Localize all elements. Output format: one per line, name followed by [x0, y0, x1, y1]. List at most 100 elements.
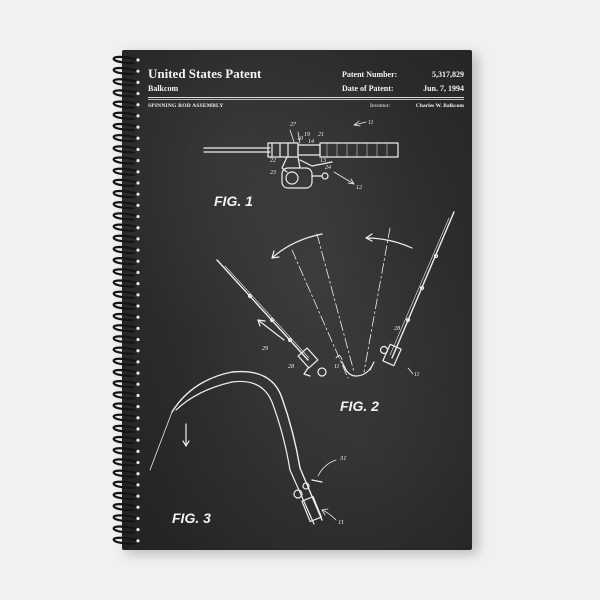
svg-text:12: 12 [356, 185, 362, 191]
spiral-coil [112, 111, 138, 121]
spiral-coil [112, 357, 138, 367]
spiral-coil [112, 435, 138, 445]
inventor-label: Inventor: [370, 103, 391, 109]
binding-hole [136, 270, 140, 275]
binding-hole [136, 304, 140, 308]
spiral-coil [112, 234, 138, 244]
svg-text:22: 22 [270, 158, 276, 164]
binding-hole [136, 528, 140, 532]
binding-hole [136, 472, 140, 476]
spiral-coil [112, 413, 138, 422]
spiral-coil [112, 212, 138, 221]
binding-hole [136, 315, 140, 319]
patent-date: Jun. 7, 1994 [423, 84, 464, 93]
spiral-coil [112, 503, 138, 512]
spiral-coil [112, 525, 138, 534]
binding-hole [136, 483, 140, 487]
spiral-coil [112, 368, 138, 378]
spiral-coil [112, 279, 138, 288]
binding-hole [136, 494, 140, 498]
spiral-coil [112, 469, 138, 478]
inventor-full: Charles W. Balkcom [415, 103, 464, 109]
spiral-coil [112, 201, 138, 210]
spiral-coil [112, 122, 138, 132]
spiral-coil [112, 458, 138, 467]
binding-hole [136, 539, 140, 543]
spiral-coil [112, 312, 138, 322]
svg-text:11: 11 [414, 372, 420, 378]
binding-hole [136, 248, 140, 252]
spiral-coil [112, 290, 138, 299]
spiral-coil [112, 380, 138, 389]
patent-title: United States Patent [148, 66, 262, 81]
binding-hole [136, 69, 140, 73]
fig3-label: FIG. 3 [172, 510, 211, 526]
spiral-coil [112, 89, 138, 98]
binding-hole [136, 360, 140, 364]
binding-hole [136, 382, 140, 386]
binding-hole [136, 125, 140, 129]
svg-text:29: 29 [262, 346, 268, 352]
binding-hole [136, 203, 140, 207]
binding-hole [136, 91, 140, 96]
binding-hole [136, 181, 140, 185]
binding-hole [136, 405, 140, 409]
binding-hole [136, 80, 140, 84]
spiral-coil [112, 424, 138, 434]
spiral-coil [112, 55, 138, 65]
svg-text:13: 13 [320, 158, 326, 164]
inventor-short: Balkcom [148, 84, 179, 93]
spiral-coil [112, 268, 138, 277]
assembly-title: SPINNING ROD ASSEMBLY [148, 103, 224, 109]
binding-hole [136, 438, 140, 442]
spiral-coil [112, 167, 138, 176]
svg-text:23: 23 [270, 170, 276, 176]
spiral-coil [112, 178, 138, 188]
svg-text:21: 21 [318, 132, 324, 138]
spiral-coil [112, 491, 138, 501]
spiral-coil [112, 134, 138, 143]
binding-hole [136, 416, 140, 420]
spiral-coil [112, 100, 138, 109]
spiral-coil [112, 66, 138, 76]
binding-hole [136, 214, 140, 219]
spiral-coil [112, 257, 138, 266]
binding-hole [136, 259, 140, 263]
binding-hole [136, 159, 140, 163]
spiral-coil [112, 78, 138, 87]
svg-text:11: 11 [338, 519, 344, 526]
binding-hole [136, 170, 140, 174]
binding-hole [136, 449, 140, 453]
spiral-coil [112, 335, 138, 344]
date-label: Date of Patent: [342, 84, 394, 93]
binding-hole [136, 293, 140, 297]
binding-hole [136, 147, 140, 152]
binding-hole [136, 136, 140, 140]
svg-text:19: 19 [304, 132, 310, 138]
svg-text:28: 28 [288, 364, 294, 370]
spiral-coil [112, 402, 138, 411]
svg-text:14: 14 [308, 138, 314, 145]
binding-hole [136, 282, 140, 286]
spiral-coil [112, 301, 138, 311]
spiral-coil [112, 145, 138, 154]
binding-hole [136, 460, 140, 465]
binding-hole [136, 349, 140, 353]
binding-hole [136, 237, 140, 241]
svg-text:27: 27 [290, 122, 297, 128]
spiral-coil [112, 391, 138, 400]
binding-hole [136, 393, 140, 398]
fig1-label: FIG. 1 [214, 193, 253, 209]
header-rule [148, 97, 464, 98]
binding-hole [136, 114, 140, 118]
header-rule-thin [148, 99, 464, 100]
svg-text:24: 24 [325, 164, 331, 171]
svg-text:31: 31 [339, 455, 347, 462]
spiral-coil [112, 223, 138, 232]
svg-text:11: 11 [368, 120, 374, 126]
binding-hole [136, 516, 140, 521]
spiral-binding [112, 55, 140, 545]
binding-hole [136, 505, 140, 509]
